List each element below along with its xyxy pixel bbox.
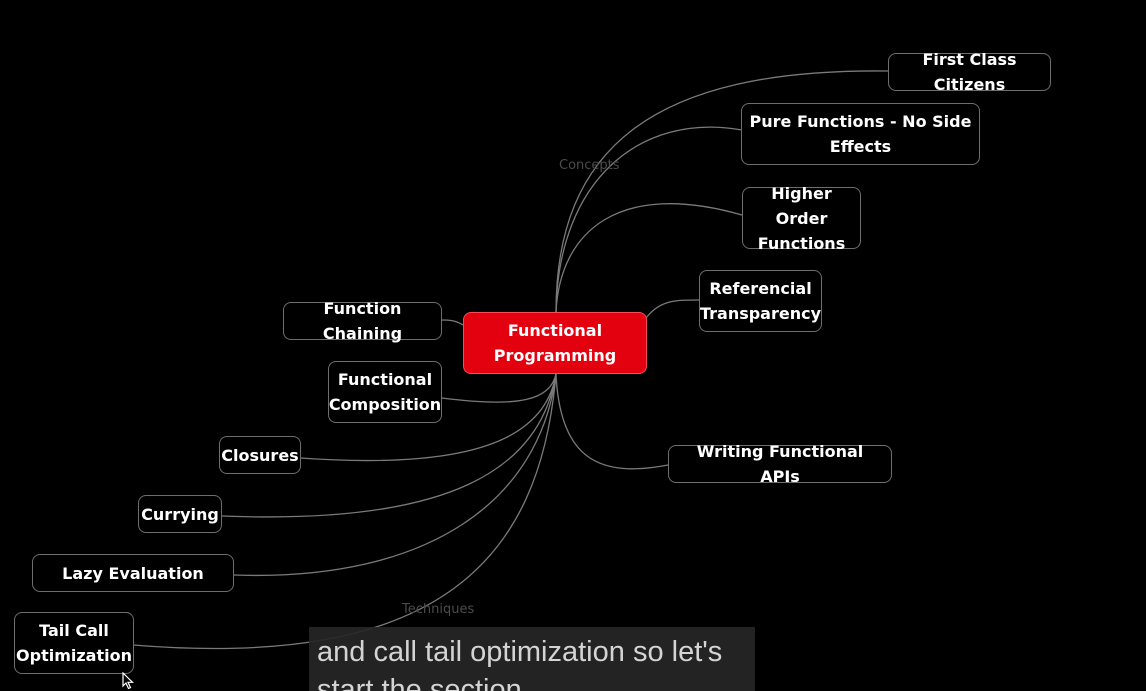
connector-tail-call <box>132 373 557 650</box>
connector-first-class <box>555 70 889 313</box>
connector-functional-composition <box>441 373 557 403</box>
node-currying[interactable]: Currying <box>138 495 222 533</box>
node-functional-composition[interactable]: Functional Composition <box>328 361 442 423</box>
root-node[interactable]: Functional Programming <box>463 312 647 374</box>
connector-writing-apis <box>555 373 669 470</box>
branch-label-concepts: Concepts <box>559 158 620 173</box>
connector-referencial <box>645 299 701 319</box>
branch-label-techniques: Techniques <box>402 602 475 617</box>
connector-currying <box>221 373 557 518</box>
connector-closures <box>299 373 557 462</box>
node-tail-call-optimization[interactable]: Tail Call Optimization <box>14 612 134 674</box>
node-first-class-citizens[interactable]: First Class Citizens <box>888 50 1051 94</box>
connector-pure-functions <box>555 126 743 313</box>
connector-lazy-evaluation <box>232 373 557 577</box>
node-lazy-evaluation[interactable]: Lazy Evaluation <box>32 554 234 592</box>
node-writing-functional-apis[interactable]: Writing Functional APIs <box>668 442 892 486</box>
mouse-pointer-icon <box>122 672 134 690</box>
node-closures[interactable]: Closures <box>219 436 301 474</box>
node-higher-order-functions[interactable]: Higher Order Functions <box>742 184 861 253</box>
connector-function-chaining <box>441 319 464 326</box>
node-pure-functions[interactable]: Pure Functions - No Side Effects <box>741 103 980 165</box>
node-referencial-transparency[interactable]: Referencial Transparency <box>699 270 822 332</box>
connector-higher-order <box>555 203 743 313</box>
video-subtitle: and call tail optimization so let's star… <box>309 627 755 691</box>
node-function-chaining[interactable]: Function Chaining <box>283 299 442 343</box>
